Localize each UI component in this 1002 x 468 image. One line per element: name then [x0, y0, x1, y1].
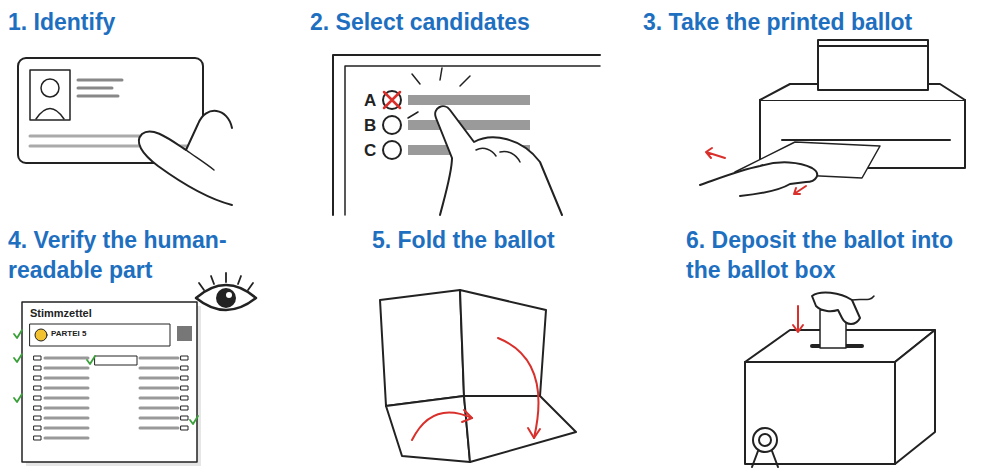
step-heading: 2. Select candidates	[310, 8, 530, 38]
ballot-title: Stimmzettel	[30, 306, 92, 320]
ballot-box-illustration	[745, 293, 935, 467]
option-letter: A	[364, 90, 376, 112]
id-card-illustration	[18, 58, 232, 205]
step-heading: 5. Fold the ballot	[372, 226, 555, 256]
step-heading: 3. Take the printed ballot	[643, 8, 912, 38]
ballot-illustration	[14, 273, 256, 466]
printer-illustration	[700, 40, 965, 196]
step-heading: 1. Identify	[8, 8, 115, 38]
step-heading: 4. Verify the human-readable part	[8, 226, 278, 286]
option-letter: B	[364, 115, 376, 137]
party-name: PARTEI 5	[51, 329, 86, 339]
touch-screen-illustration	[333, 55, 600, 215]
step-heading: 6. Deposit the ballot into the ballot bo…	[686, 226, 956, 286]
option-letter: C	[364, 140, 376, 162]
folding-illustration	[380, 290, 576, 462]
